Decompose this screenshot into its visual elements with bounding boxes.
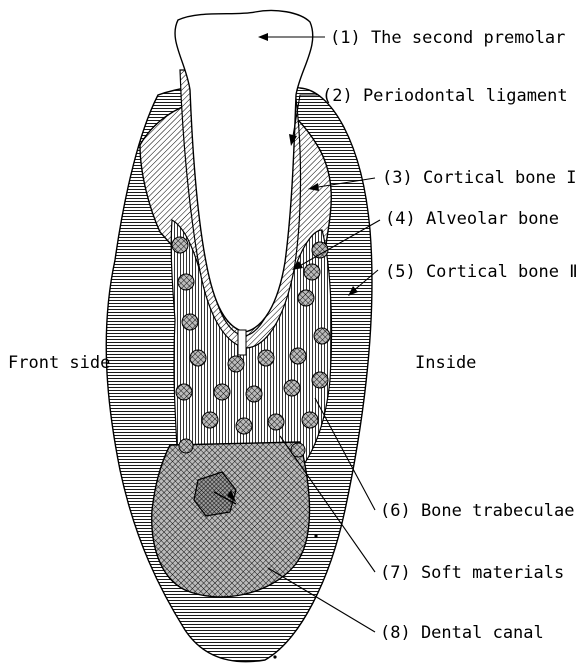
label-cortical-bone-2: (5) Cortical bone Ⅱ xyxy=(385,262,578,282)
trabecula xyxy=(172,237,188,253)
trabecula xyxy=(214,384,230,400)
label-periodontal-ligament: (2) Periodontal ligament xyxy=(322,86,568,106)
trabecula xyxy=(298,290,314,306)
label-soft-materials: (7) Soft materials xyxy=(380,563,564,583)
trabecula xyxy=(178,274,194,290)
trabecula xyxy=(304,264,320,280)
label-bone-trabeculae: (6) Bone trabeculae xyxy=(380,501,574,521)
label-dental-canal: (8) Dental canal xyxy=(380,623,544,643)
trabecula xyxy=(179,439,193,453)
trabecula xyxy=(312,372,328,388)
speckle xyxy=(314,534,317,537)
trabecula xyxy=(302,412,318,428)
trabecula xyxy=(290,348,306,364)
label-premolar: (1) The second premolar xyxy=(330,28,565,48)
trabecula xyxy=(258,350,274,366)
label-front-side: Front side xyxy=(8,353,110,373)
trabecula xyxy=(246,386,262,402)
trabecula xyxy=(190,350,206,366)
label-inside: Inside xyxy=(415,353,476,373)
dental-canal-region xyxy=(152,442,310,597)
trabecula xyxy=(312,242,328,258)
trabecula xyxy=(202,412,218,428)
trabecula xyxy=(182,314,198,330)
trabecula xyxy=(314,328,330,344)
trabecula xyxy=(268,414,284,430)
trabecula xyxy=(284,380,300,396)
label-cortical-bone-1: (3) Cortical bone I xyxy=(382,168,576,188)
trabecula xyxy=(228,356,244,372)
root-apex-mark xyxy=(238,330,246,355)
label-alveolar-bone: (4) Alveolar bone xyxy=(385,209,559,229)
trabecula xyxy=(236,418,252,434)
speckle xyxy=(273,655,276,658)
trabecula xyxy=(176,384,192,400)
